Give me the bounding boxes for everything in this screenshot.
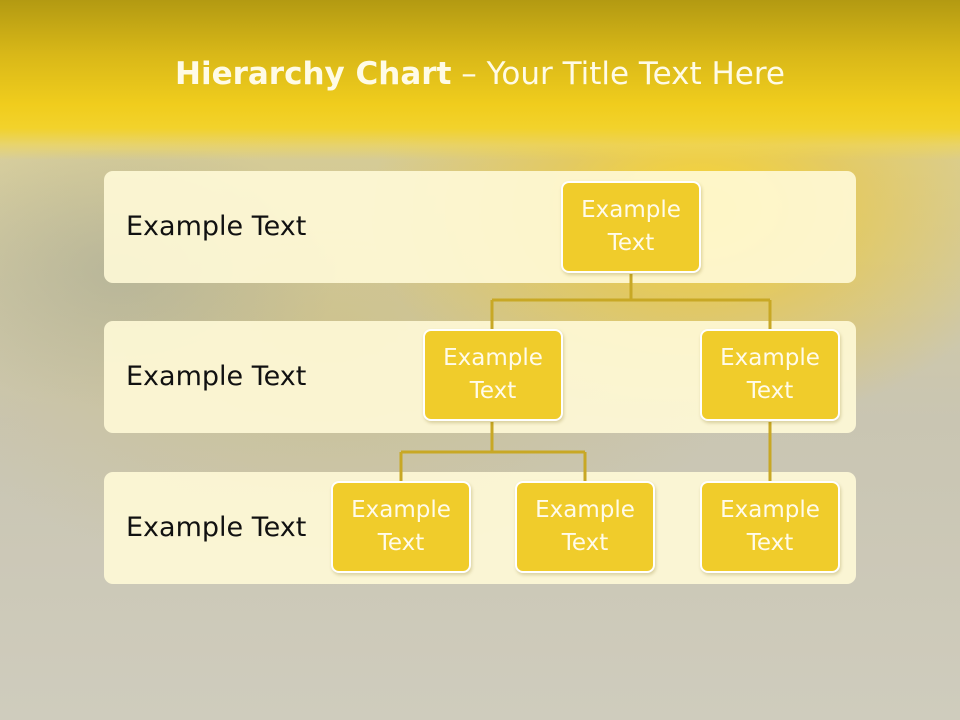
level-band-1: Example Text: [104, 171, 856, 283]
node-root-label: Example Text: [581, 197, 681, 256]
level-3-label: Example Text: [126, 512, 307, 543]
title-rest-part: Your Title Text Here: [486, 56, 785, 92]
slide-title: Hierarchy Chart – Your Title Text Here: [0, 56, 960, 92]
title-band: [0, 0, 960, 160]
node-level2-left-label: Example Text: [443, 345, 543, 404]
node-level3-left-label: Example Text: [351, 497, 451, 556]
node-level3-right[interactable]: Example Text: [700, 481, 840, 573]
node-level3-left[interactable]: Example Text: [331, 481, 471, 573]
level-1-label: Example Text: [126, 211, 307, 242]
node-level3-right-label: Example Text: [720, 497, 820, 556]
node-root[interactable]: Example Text: [561, 181, 701, 273]
node-level2-left[interactable]: Example Text: [423, 329, 563, 421]
node-level2-right[interactable]: Example Text: [700, 329, 840, 421]
node-level3-middle[interactable]: Example Text: [515, 481, 655, 573]
level-2-label: Example Text: [126, 361, 307, 392]
title-bold-part: Hierarchy Chart: [175, 56, 452, 92]
title-dash: –: [451, 56, 487, 92]
node-level2-right-label: Example Text: [720, 345, 820, 404]
node-level3-middle-label: Example Text: [535, 497, 635, 556]
